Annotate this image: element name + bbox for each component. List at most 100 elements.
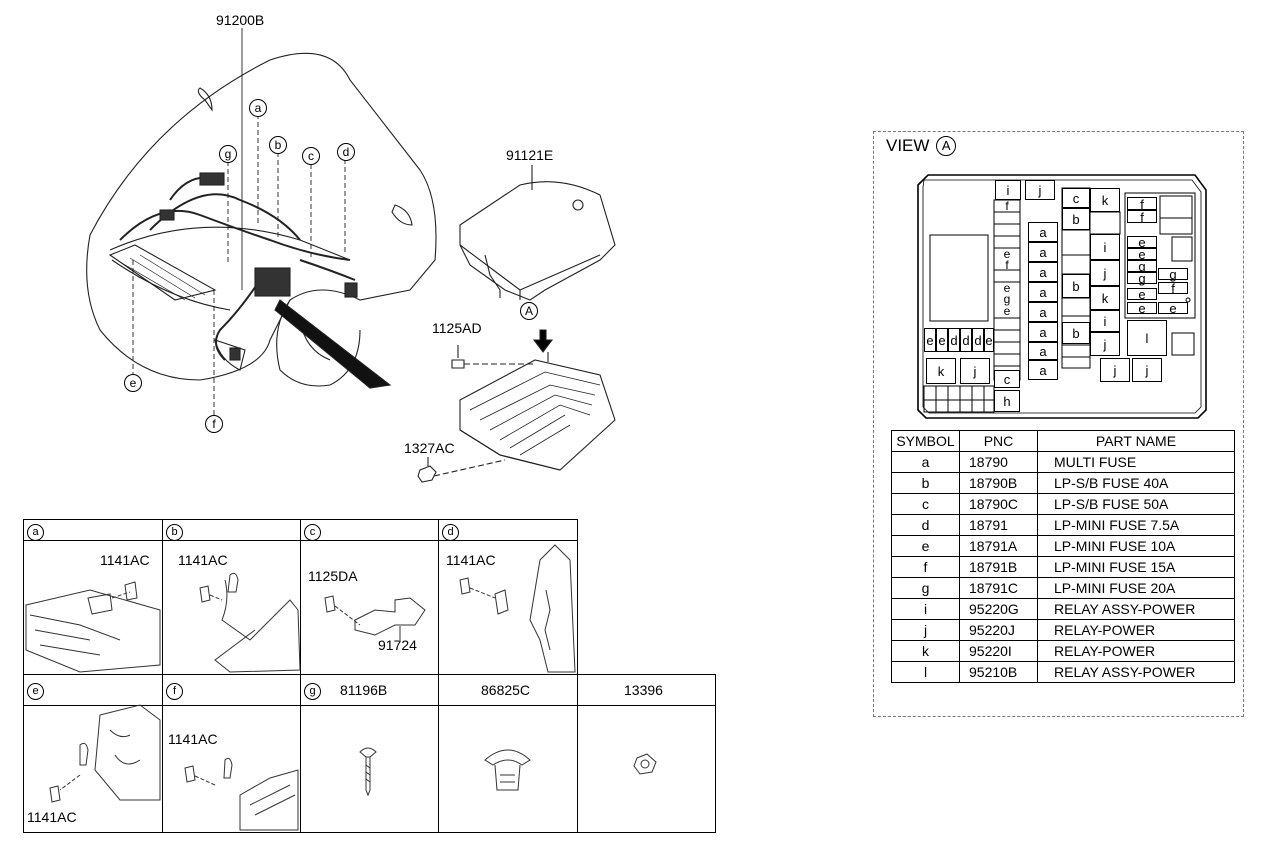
detail-g-part: 81196B: [340, 682, 388, 698]
detail-a-label: a: [27, 522, 44, 541]
detail-b-part: 1141AC: [178, 552, 228, 568]
detail-b-circle: b: [166, 524, 183, 541]
view-a-panel: [873, 131, 1244, 717]
relay-k: k: [1090, 286, 1120, 310]
fuse-d: d: [960, 328, 972, 352]
fuse-e: e: [1003, 247, 1011, 261]
detail-e-circle: e: [27, 683, 44, 700]
relay-j: j: [960, 358, 990, 384]
callout-f: f: [205, 415, 223, 433]
fuse-e: e: [1127, 302, 1157, 315]
relay-j: j: [1090, 332, 1120, 356]
detail-d-part: 1141AC: [446, 552, 496, 568]
fuse-a: a: [1028, 360, 1058, 380]
view-title-marker: A: [936, 136, 957, 156]
callout-d: d: [337, 143, 355, 161]
bolt-part-number: 1125AD: [432, 320, 482, 336]
pnc-cell: 95210B: [959, 661, 1038, 683]
fuse-i: i: [995, 180, 1021, 200]
fuse-e: e: [1158, 302, 1188, 315]
detail-d-circle: d: [442, 524, 459, 541]
view-title-text: VIEW: [886, 136, 930, 155]
fuse-e: e: [1127, 248, 1157, 261]
detail-e-body: [23, 705, 163, 833]
detail-h-body: [438, 705, 578, 833]
fuse-b: b: [1062, 208, 1090, 230]
cover-part-number: 91121E: [506, 147, 554, 163]
fuse-g: g: [1127, 260, 1157, 273]
fuse-e: e: [1127, 288, 1157, 301]
callout-b: b: [269, 136, 287, 154]
fuse-e: e: [1003, 281, 1011, 295]
view-marker-a: A: [520, 302, 538, 320]
callout-e: e: [124, 374, 142, 392]
detail-c-body: [300, 540, 439, 675]
relay-i: i: [1090, 310, 1120, 332]
detail-g-circle: g: [304, 683, 321, 700]
detail-f-header: [162, 674, 301, 706]
fuse-h: h: [994, 390, 1020, 412]
detail-a-part: 1141AC: [100, 552, 150, 568]
detail-h-part: 86825C: [481, 682, 531, 698]
detail-a-circle: a: [27, 524, 44, 541]
fuse-e: e: [924, 328, 936, 352]
pnc-cell: 18790: [959, 451, 1038, 473]
detail-b-label: b: [166, 522, 183, 541]
fuse-e: e: [1003, 304, 1011, 318]
fuse-e: e: [1127, 236, 1157, 249]
pnc-cell: 18791A: [959, 535, 1038, 557]
relay-l: l: [1127, 320, 1167, 356]
fuse-g: g: [1158, 268, 1188, 281]
detail-c-circle: c: [304, 524, 321, 541]
fuse-f: f: [1005, 258, 1009, 272]
fuse-a: a: [1028, 322, 1058, 342]
detail-c-part2: 91724: [378, 637, 417, 653]
fuse-b: b: [1062, 274, 1090, 298]
fuse-k: k: [1090, 188, 1120, 212]
detail-e-label: e: [27, 681, 44, 700]
fuse-a: a: [1028, 242, 1058, 262]
fuse-g: g: [1003, 292, 1011, 306]
fuse-a: a: [1028, 262, 1058, 282]
relay-k: k: [926, 358, 956, 384]
callout-a: a: [249, 99, 267, 117]
part-name-cell: LP-MINI FUSE 20A: [1037, 577, 1235, 599]
detail-g-header: [300, 674, 439, 706]
pnc-cell: 18791C: [959, 577, 1038, 599]
fuse-a: a: [1028, 282, 1058, 302]
fuse-a: a: [1028, 302, 1058, 322]
fuse-c: c: [994, 370, 1020, 388]
detail-e-part: 1141AC: [27, 809, 77, 825]
fuse-a: a: [1028, 342, 1058, 360]
relay-i: i: [1090, 234, 1120, 260]
fuse-d: d: [948, 328, 960, 352]
detail-f-part: 1141AC: [168, 731, 218, 747]
relay-j: j: [1090, 260, 1120, 286]
part-name-cell: RELAY ASSY-POWER: [1037, 598, 1235, 620]
part-name-cell: LP-S/B FUSE 40A: [1037, 472, 1235, 494]
pnc-cell: 18791B: [959, 556, 1038, 578]
fuse-j: j: [1025, 180, 1055, 200]
view-title: VIEW A: [886, 136, 957, 156]
part-name-cell: RELAY-POWER: [1037, 640, 1235, 662]
fuse-f: f: [1127, 197, 1157, 211]
callout-g: g: [219, 145, 237, 163]
detail-i-body: [577, 705, 716, 833]
detail-g-label: g: [304, 681, 321, 700]
detail-a-body: [23, 540, 163, 675]
detail-f-label: f: [166, 681, 183, 700]
detail-f-circle: f: [166, 683, 183, 700]
relay-j: j: [1132, 358, 1162, 382]
pnc-cell: 95220G: [959, 598, 1038, 620]
detail-c-label: c: [304, 522, 321, 541]
header-part-name: PART NAME: [1037, 430, 1235, 452]
